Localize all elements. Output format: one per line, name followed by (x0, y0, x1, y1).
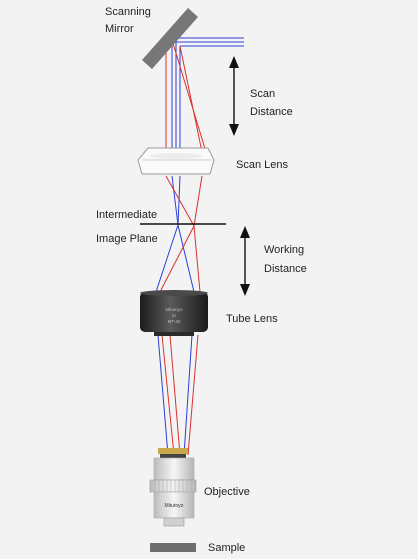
label-working: Working (264, 244, 305, 256)
label-mirror: Mirror (105, 23, 134, 35)
objective-brand-text: Mitutoyo (165, 503, 184, 509)
sample-slide (150, 543, 196, 552)
label-scan-lens: Scan Lens (236, 159, 288, 171)
label-scan-distance: Distance (250, 106, 293, 118)
label-intermediate: Intermediate (96, 209, 158, 221)
tube-lens (140, 290, 208, 336)
blue-ray-bundle (155, 37, 244, 456)
label-scanning: Scanning (105, 6, 151, 18)
label-objective: Objective (204, 486, 250, 498)
label-image-plane: Image Plane (96, 233, 158, 245)
label-scan: Scan (250, 88, 276, 100)
tube-lens-engraving-2: 1x (172, 313, 178, 318)
scanning-mirror (142, 8, 198, 69)
label-sample: Sample (208, 542, 246, 554)
label-working-distance: Distance (264, 263, 307, 275)
tube-lens-engraving-3: MT-40 (168, 319, 181, 324)
tube-lens-engraving-1: Mitutoyo (165, 307, 183, 312)
label-tube-lens: Tube Lens (226, 313, 278, 325)
scan-lens (137, 147, 215, 175)
red-ray-bundle (159, 36, 207, 456)
objective (149, 448, 197, 527)
working-distance-arrow (240, 226, 250, 296)
scan-distance-arrow (229, 56, 239, 136)
